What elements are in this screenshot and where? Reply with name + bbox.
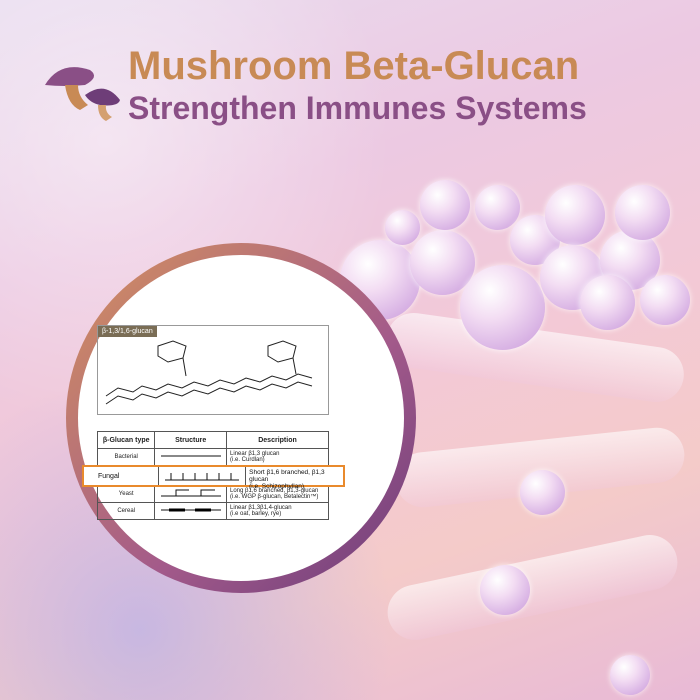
cell-bubble	[480, 565, 530, 615]
title-line-2: Strengthen Immunes Systems	[128, 90, 587, 126]
row-description: Linear β1,3β1,4-glucan(i.e oat, barley, …	[226, 502, 329, 520]
cell-bubble	[610, 655, 650, 695]
row-description: Linear β1,3 glucan(i.e. Curdlan)	[226, 448, 329, 466]
cell-bubble	[410, 230, 475, 295]
glucan-structure-diagram: β-1,3/1,6-glucan	[97, 325, 329, 415]
header-structure: Structure	[154, 431, 227, 449]
table-row: Cereal Linear β1,3β1,4-glucan(i.e oat, b…	[96, 502, 329, 520]
cell-bubble	[545, 185, 605, 245]
molecule-chain-icon	[105, 340, 313, 405]
header-type: β-Glucan type	[96, 431, 156, 449]
cell-bubble	[580, 275, 635, 330]
diagram-label: β-1,3/1,6-glucan	[98, 326, 157, 337]
structure-linear-icon	[154, 448, 227, 466]
table-row: Bacterial Linear β1,3 glucan(i.e. Curdla…	[96, 448, 329, 466]
header-description: Description	[226, 431, 329, 449]
fungal-highlight-row: Fungal Short β1,6 branched, β1,3 glucan(…	[82, 465, 345, 490]
row-type: Yeast	[96, 485, 156, 503]
cell-bubble	[520, 470, 565, 515]
row-type: Cereal	[96, 502, 156, 520]
row-description: Short β1,6 branched, β1,3 glucan(i.e. Sc…	[245, 467, 343, 490]
cell-bubble	[615, 185, 670, 240]
structure-mixed-linkage-icon	[154, 502, 227, 520]
cell-bubble	[420, 180, 470, 230]
cell-bubble	[460, 265, 545, 350]
row-type: Fungal	[98, 472, 120, 480]
structure-short-branch-icon	[158, 467, 245, 485]
mushroom-logo-icon	[45, 67, 120, 121]
structure-long-branch-icon	[154, 485, 227, 503]
table-row: Yeast Long β1,6 branched, β1,3-glucan(i.…	[96, 485, 329, 503]
cell-bubble	[475, 185, 520, 230]
cell-bubble	[385, 210, 420, 245]
intestine-fold	[382, 529, 683, 646]
cell-bubble	[640, 275, 690, 325]
info-circle	[78, 255, 404, 581]
row-type: Bacterial	[96, 448, 156, 466]
title-line-1: Mushroom Beta-Glucan	[128, 44, 580, 88]
